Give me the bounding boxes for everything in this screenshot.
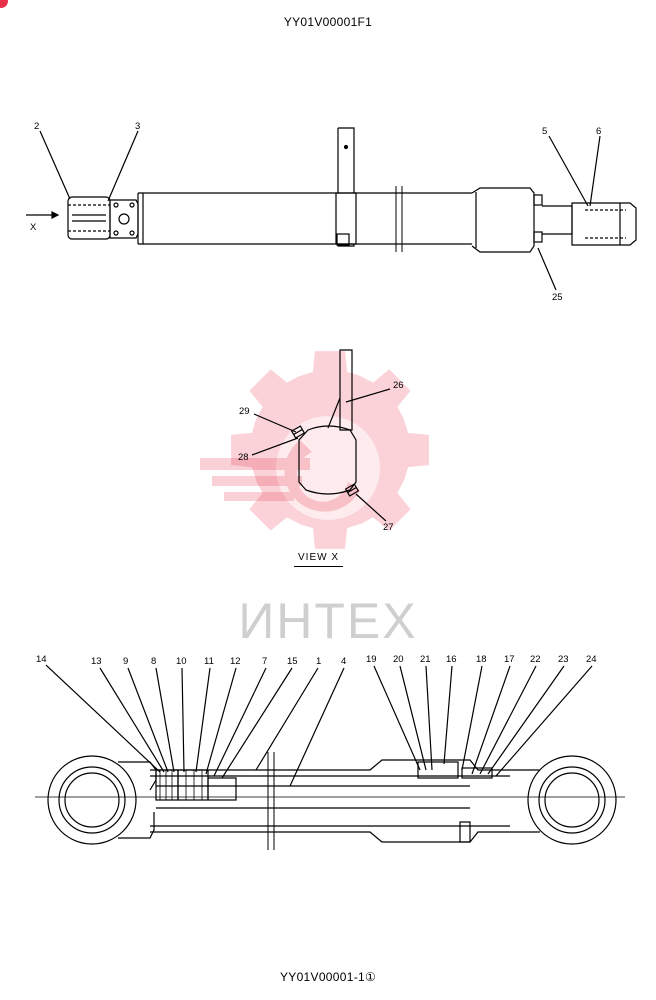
view-x-caption: VIEW X	[293, 552, 344, 567]
callout-23: 23	[558, 654, 569, 665]
callout-14: 14	[36, 654, 47, 665]
callout-12: 12	[230, 656, 241, 667]
callout-22: 22	[530, 654, 541, 665]
callout-24: 24	[586, 654, 597, 665]
callout-11: 11	[204, 656, 214, 667]
callout-18: 18	[476, 654, 487, 665]
callout-8: 8	[151, 656, 156, 667]
top-view: X	[26, 121, 637, 303]
callout-10: 10	[176, 656, 187, 667]
callout-16: 16	[446, 654, 457, 665]
callout-15: 15	[287, 656, 298, 667]
callout-26: 26	[393, 380, 404, 391]
callout-17: 17	[504, 654, 515, 665]
callout-21: 21	[420, 654, 431, 665]
callout-2: 2	[34, 121, 39, 132]
view-x: 26 29 28 27	[238, 349, 404, 533]
callout-27: 27	[383, 522, 394, 533]
drawing-title: YY01V00001F1	[283, 15, 373, 29]
callout-7: 7	[262, 656, 267, 667]
drawing-footer: YY01V00001-1①	[279, 970, 377, 984]
callout-5: 5	[542, 126, 547, 137]
callout-29: 29	[239, 406, 250, 417]
callout-6: 6	[596, 126, 601, 137]
corner-badge	[0, 0, 8, 8]
callout-4: 4	[341, 656, 346, 667]
callout-28: 28	[238, 452, 249, 463]
callout-25: 25	[552, 292, 563, 303]
section-view: 14 13 9 8 10 11 12 7 15 1 4 19 20 21 16 …	[35, 654, 625, 850]
arrow-x-label: X	[30, 222, 37, 233]
callout-1: 1	[316, 656, 321, 667]
callout-13: 13	[91, 656, 102, 667]
callout-3: 3	[135, 121, 140, 132]
callout-9: 9	[123, 656, 128, 667]
callout-20: 20	[393, 654, 404, 665]
watermark-text: ИНТЕХ	[238, 593, 418, 649]
callout-19: 19	[366, 654, 377, 665]
